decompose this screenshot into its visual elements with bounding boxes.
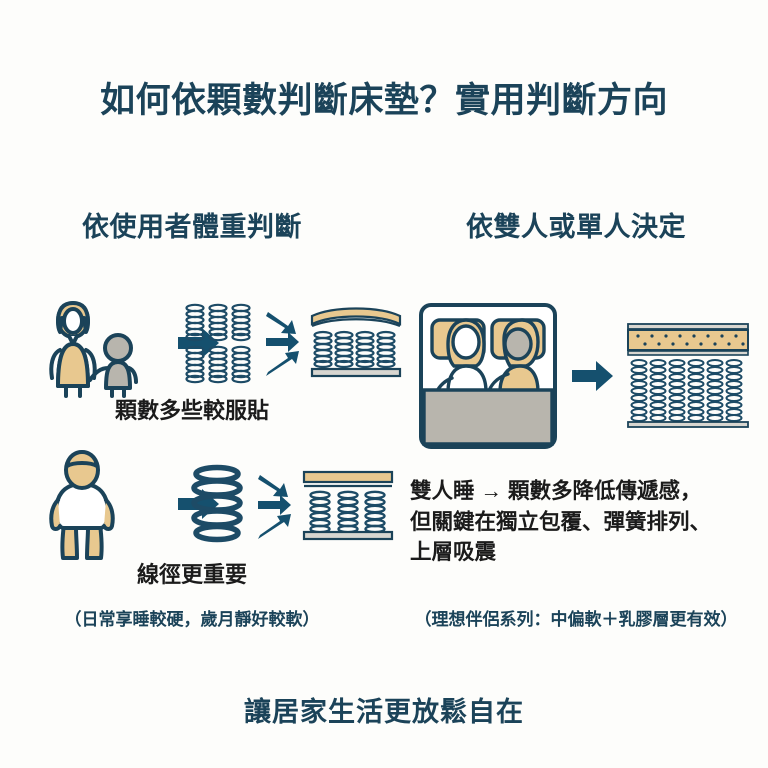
right-body-line-3: 上層吸震: [410, 540, 497, 565]
left-section-heading: 依使用者體重判斷: [82, 212, 302, 242]
small-springs-grid-icon: [184, 302, 258, 384]
mattress-cross-section-many-springs-icon: [310, 302, 402, 382]
right-column: 依雙人或單人決定: [384, 205, 768, 244]
left-row-2-figure: [42, 448, 220, 560]
right-body-text: 雙人睡 → 顆數多降低傳遞感， 但關鍵在獨立包覆、彈簧排列、 上層吸震: [410, 476, 760, 568]
heavy-person-icon: [42, 448, 162, 560]
footer-tagline: 讓居家生活更放鬆自在: [244, 697, 524, 727]
three-arrows-icon: [258, 469, 294, 541]
right-body-line-2: 但關鍵在獨立包覆、彈簧排列、: [410, 509, 712, 534]
page-title: 如何依顆數判斷床墊？實用判斷方向: [99, 81, 668, 120]
left-note: （日常享睡較硬，歲月靜好較軟）: [64, 610, 320, 629]
thick-coil-spring-icon: [190, 464, 246, 544]
left-row-2-diagram: [190, 464, 394, 544]
arrow-right-icon: [572, 359, 614, 393]
left-row-1-caption: 顆數多些較服貼: [114, 398, 269, 423]
couple-in-bed-icon: [418, 302, 558, 450]
left-row-1-figure: [42, 288, 220, 398]
left-column: 依使用者體重判斷: [0, 205, 384, 244]
left-row-2-caption: 線徑更重要: [136, 562, 247, 587]
pocket-spring-mattress-icon: [626, 322, 750, 430]
three-arrows-icon: [266, 306, 302, 378]
right-diagram: [418, 302, 750, 450]
left-row-1-diagram: [184, 302, 402, 384]
right-body-line-1: 雙人睡 → 顆數多降低傳遞感，: [410, 479, 702, 503]
mattress-cross-section-thick-springs-icon: [302, 466, 394, 544]
right-note: （理想伴侶系列：中偏軟＋乳膠層更有效）: [414, 610, 738, 629]
woman-and-child-icon: [42, 288, 162, 398]
right-section-heading: 依雙人或單人決定: [466, 212, 686, 242]
